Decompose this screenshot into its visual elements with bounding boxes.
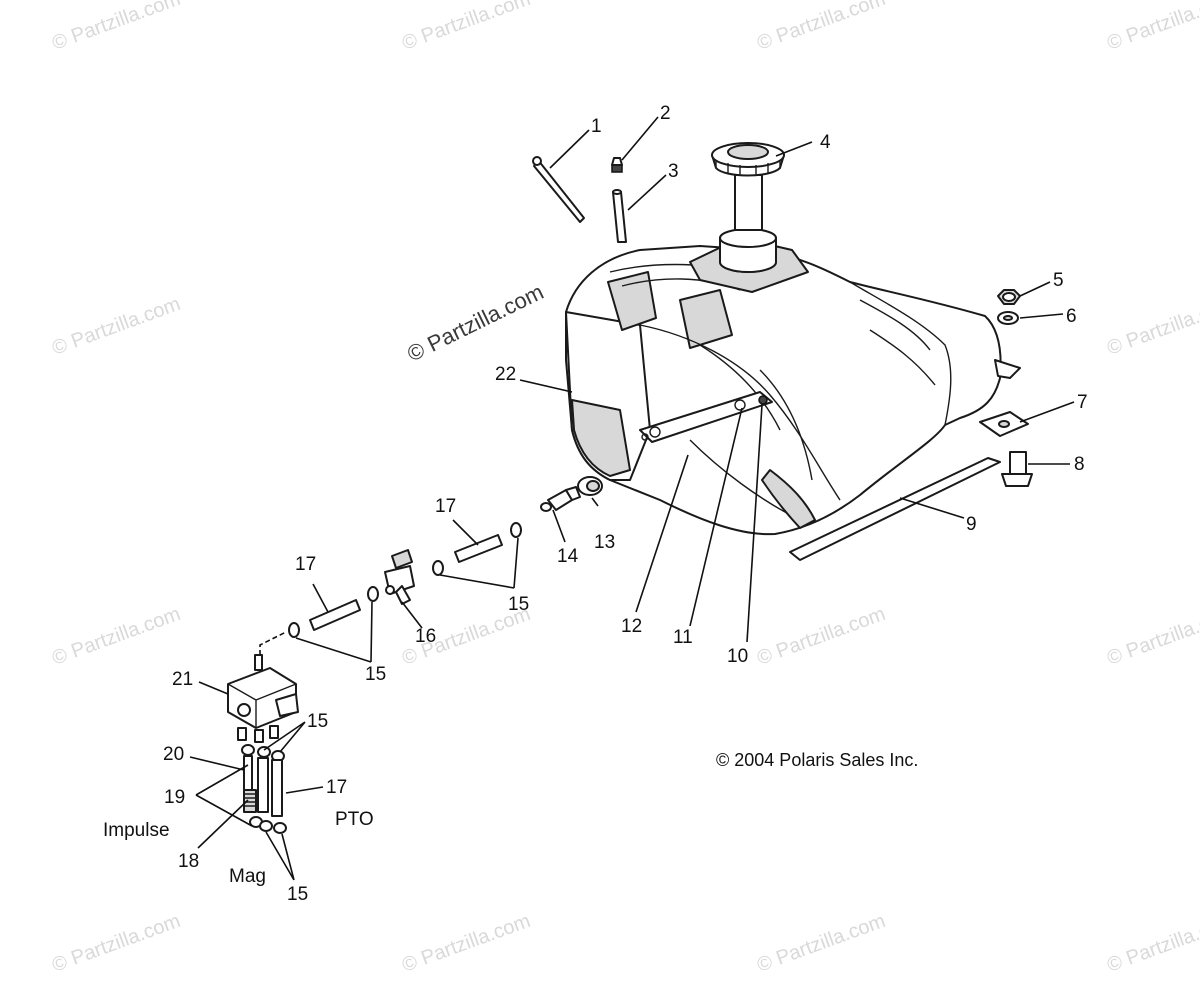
watermark-layer: © Partzilla.com © Partzilla.com © Partzi… bbox=[49, 0, 1200, 977]
callout-2: 2 bbox=[660, 103, 671, 124]
watermark: © Partzilla.com bbox=[1104, 293, 1200, 360]
callout-22: 22 bbox=[495, 364, 516, 385]
watermark: © Partzilla.com bbox=[1104, 603, 1200, 670]
watermark-center: © Partzilla.com bbox=[403, 279, 547, 366]
callout-17: 17 bbox=[326, 777, 347, 798]
callout-20: 20 bbox=[163, 744, 184, 765]
tank-fittings bbox=[540, 476, 603, 512]
watermark: © Partzilla.com bbox=[754, 0, 888, 55]
watermark: © Partzilla.com bbox=[399, 910, 533, 977]
watermark: © Partzilla.com bbox=[1104, 910, 1200, 977]
position-labels: Impulse PTO Mag bbox=[103, 809, 374, 887]
callout-16: 16 bbox=[415, 626, 436, 647]
copyright-notice: © 2004 Polaris Sales Inc. bbox=[716, 750, 918, 770]
label-impulse: Impulse bbox=[103, 820, 170, 841]
leader-lines bbox=[189, 116, 1075, 881]
fuel-pump bbox=[227, 654, 299, 743]
callout-17: 17 bbox=[435, 496, 456, 517]
callout-6: 6 bbox=[1066, 306, 1077, 327]
callout-9: 9 bbox=[966, 514, 977, 535]
callout-17: 17 bbox=[295, 554, 316, 575]
callout-7: 7 bbox=[1077, 392, 1088, 413]
fuel-line-upper bbox=[259, 522, 522, 655]
watermark: © Partzilla.com bbox=[399, 0, 533, 55]
label-pto: PTO bbox=[335, 809, 374, 830]
callout-15: 15 bbox=[365, 664, 386, 685]
watermark: © Partzilla.com bbox=[754, 603, 888, 670]
callout-15: 15 bbox=[307, 711, 328, 732]
watermark: © Partzilla.com bbox=[49, 293, 183, 360]
vent-parts bbox=[532, 156, 627, 243]
callout-18: 18 bbox=[178, 851, 199, 872]
label-mag: Mag bbox=[229, 866, 266, 887]
callout-8: 8 bbox=[1074, 454, 1085, 475]
hardware-right bbox=[789, 289, 1033, 561]
callout-15: 15 bbox=[287, 884, 308, 905]
callout-10: 10 bbox=[727, 646, 748, 667]
watermark: © Partzilla.com bbox=[754, 910, 888, 977]
watermark: © Partzilla.com bbox=[49, 910, 183, 977]
callout-12: 12 bbox=[621, 616, 642, 637]
fuel-line-lower bbox=[241, 744, 287, 834]
watermark: © Partzilla.com bbox=[49, 0, 183, 55]
callout-3: 3 bbox=[668, 161, 679, 182]
watermark: © Partzilla.com bbox=[49, 603, 183, 670]
callout-14: 14 bbox=[557, 546, 579, 567]
callout-1: 1 bbox=[591, 116, 602, 137]
callout-13: 13 bbox=[594, 532, 615, 553]
callout-21: 21 bbox=[172, 669, 193, 690]
fuel-tank bbox=[565, 228, 1021, 536]
watermark: © Partzilla.com bbox=[1104, 0, 1200, 55]
callout-15: 15 bbox=[508, 594, 529, 615]
callout-11: 11 bbox=[673, 627, 693, 648]
callout-numbers: 1 2 3 4 5 6 7 8 9 10 11 12 13 14 15 15 1… bbox=[163, 103, 1088, 905]
callout-5: 5 bbox=[1053, 270, 1064, 291]
callout-4: 4 bbox=[820, 132, 831, 153]
fuel-cap bbox=[711, 142, 785, 231]
callout-19: 19 bbox=[164, 787, 185, 808]
